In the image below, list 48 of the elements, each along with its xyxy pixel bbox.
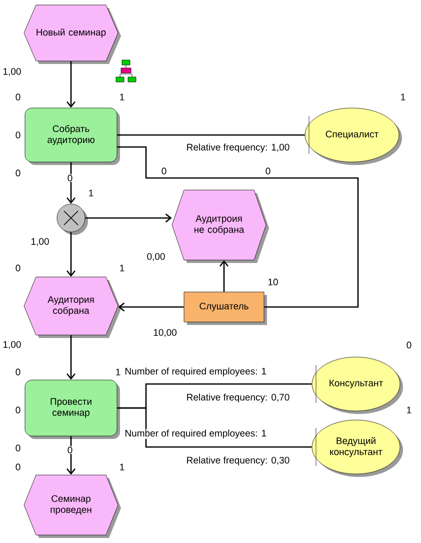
edge-label: Relative frequency: 0,30: [185, 456, 291, 466]
attribute-label: 1: [88, 189, 94, 197]
attribute-label: 1,00: [30, 238, 50, 246]
connector: [66, 232, 76, 277]
attribute-label: 1: [114, 368, 122, 376]
connector: [118, 302, 184, 312]
connector: [117, 407, 312, 448]
attribute-label: 1: [118, 463, 126, 471]
attribute-label: 0: [14, 368, 22, 376]
attribute-label: 0: [66, 174, 74, 182]
attribute-label: 0,00: [146, 252, 166, 262]
edge-label: Relative frequency: 0,70: [185, 392, 291, 404]
connector: [66, 162, 76, 204]
attribute-label: 1,00: [2, 68, 22, 76]
event-hexagon: Семинар проведен: [24, 474, 121, 538]
attribute-label: 10,00: [152, 328, 178, 338]
event-hexagon: Аудитроия не собрана: [172, 190, 269, 263]
event-hexagon: Новый семинар: [24, 4, 121, 64]
function-box: Собрать аудиторию: [24, 108, 120, 165]
connector: [85, 214, 172, 222]
connector: [220, 260, 229, 292]
attribute-label: 0: [264, 167, 272, 175]
event-hexagon: Аудитория собрана: [24, 276, 121, 338]
attribute-label: 10: [267, 278, 279, 286]
attribute-label: 0: [66, 446, 74, 454]
attribute-label: 0: [14, 463, 22, 471]
attribute-label: 0: [14, 93, 22, 101]
role-box: Слушатель: [184, 292, 267, 325]
attribute-label: 1: [406, 406, 412, 414]
attribute-label: 0: [14, 169, 22, 177]
function-box: Провести семинар: [24, 380, 120, 439]
attribute-label: 1,00: [2, 340, 22, 350]
connector: [117, 134, 305, 136]
attribute-label: 1: [118, 93, 126, 101]
attribute-label: 0: [14, 264, 22, 272]
connector: [117, 146, 359, 308]
connector: [66, 61, 76, 108]
edge-label: Relative frequency: 1,00: [185, 142, 291, 154]
attribute-label: 1: [118, 264, 126, 272]
attribute-label: 0: [160, 167, 168, 175]
attribute-label: 1: [400, 93, 406, 101]
attribute-label: Number of required employees: 1: [124, 429, 268, 439]
attribute-label: 0: [406, 341, 412, 349]
attribute-label: 0: [14, 444, 22, 452]
attribute-label: Number of required employees: 1: [124, 367, 268, 377]
xor-connector: [56, 204, 88, 235]
connector: [66, 335, 76, 380]
connector: [66, 436, 76, 475]
